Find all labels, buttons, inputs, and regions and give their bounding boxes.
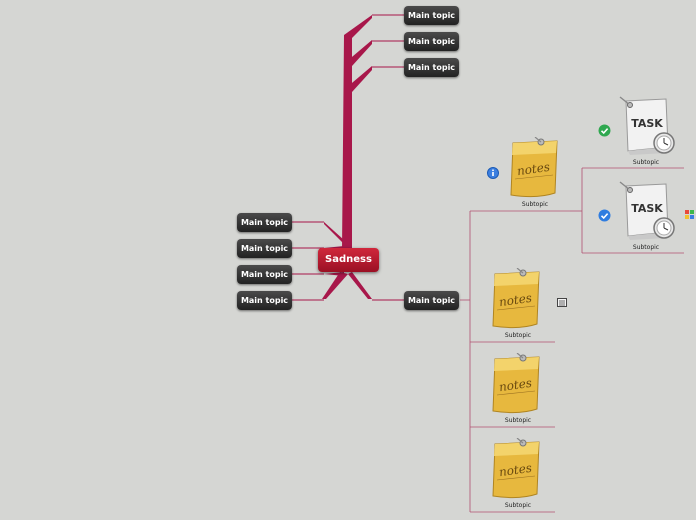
central-topic[interactable]: Sadness bbox=[318, 248, 379, 272]
subtopic-label[interactable]: Subtopic bbox=[521, 201, 549, 208]
main-topic[interactable]: Main topic bbox=[404, 32, 459, 51]
subtopic-label[interactable]: Subtopic bbox=[504, 502, 532, 509]
task-icon[interactable]: TASK bbox=[614, 180, 678, 244]
notes-icon[interactable]: notes bbox=[489, 353, 543, 415]
svg-text:TASK: TASK bbox=[631, 202, 663, 215]
main-topic[interactable]: Main topic bbox=[404, 58, 459, 77]
svg-text:notes: notes bbox=[498, 291, 533, 309]
main-topic[interactable]: Main topic bbox=[237, 239, 292, 258]
svg-text:TASK: TASK bbox=[631, 117, 663, 130]
color-grid-icon[interactable] bbox=[685, 210, 694, 219]
main-topic[interactable]: Main topic bbox=[237, 213, 292, 232]
svg-text:notes: notes bbox=[498, 376, 533, 394]
subtopic-label[interactable]: Subtopic bbox=[504, 332, 532, 339]
main-topic[interactable]: Main topic bbox=[404, 291, 459, 310]
subtopic-label[interactable]: Subtopic bbox=[632, 244, 660, 251]
notes-icon[interactable]: notes bbox=[489, 438, 543, 500]
subtopic-label[interactable]: Subtopic bbox=[504, 417, 532, 424]
task-icon[interactable]: TASK bbox=[614, 95, 678, 159]
notes-icon[interactable]: notes bbox=[507, 137, 561, 199]
note-marker-icon[interactable] bbox=[557, 298, 567, 307]
main-topic[interactable]: Main topic bbox=[237, 291, 292, 310]
info-icon[interactable] bbox=[487, 167, 499, 179]
notes-icon[interactable]: notes bbox=[489, 268, 543, 330]
check-blue-icon[interactable] bbox=[598, 209, 611, 222]
subtopic-label[interactable]: Subtopic bbox=[632, 159, 660, 166]
svg-text:notes: notes bbox=[516, 160, 551, 178]
main-topic[interactable]: Main topic bbox=[237, 265, 292, 284]
svg-text:notes: notes bbox=[498, 461, 533, 479]
main-topic[interactable]: Main topic bbox=[404, 6, 459, 25]
check-green-icon[interactable] bbox=[598, 124, 611, 137]
